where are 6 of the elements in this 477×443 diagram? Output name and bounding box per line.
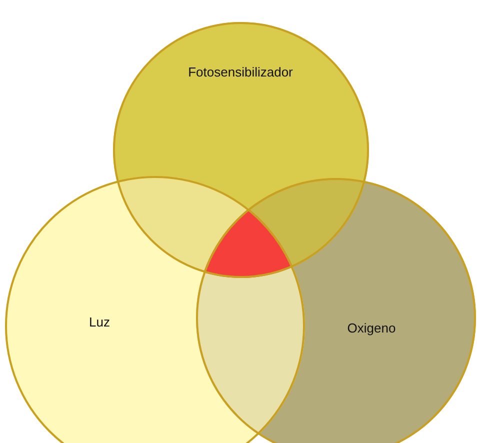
venn-circle	[113, 22, 369, 278]
venn-circle	[5, 176, 305, 443]
circle-label: Oxigeno	[347, 320, 396, 335]
venn-circle	[196, 178, 476, 443]
circle-label: Fotosensibilizador	[188, 64, 293, 79]
circle-label: Luz	[89, 314, 110, 329]
